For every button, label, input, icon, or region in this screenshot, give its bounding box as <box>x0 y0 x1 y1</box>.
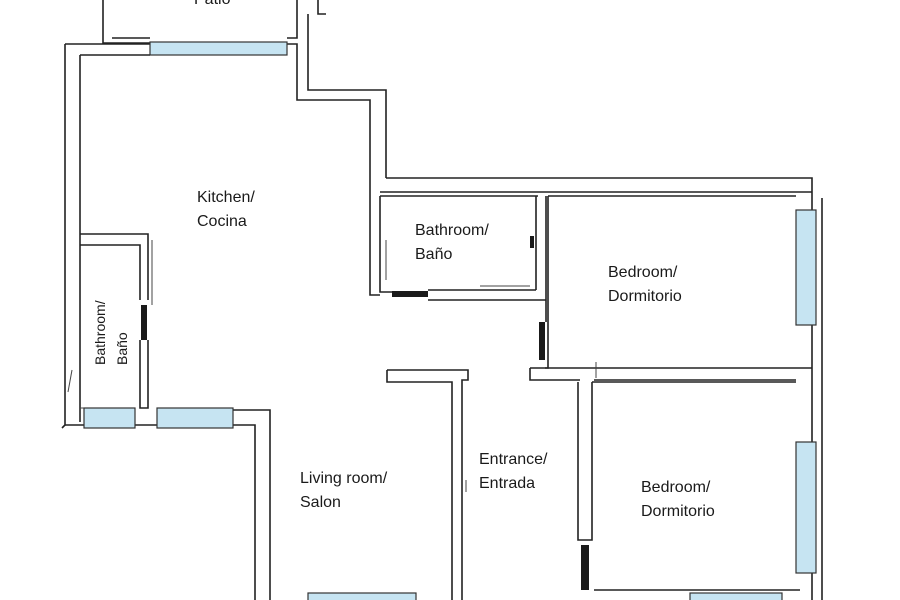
window-living <box>307 592 417 600</box>
room-labels: Patio Kitchen/ Cocina Bathroom/ Baño Bat… <box>92 0 715 520</box>
top-bedroom-walls <box>529 195 812 381</box>
label-bathroom-left: Bathroom/ Baño <box>92 297 130 365</box>
window-bedroom-top <box>795 209 817 326</box>
label-bathroom-top: Bathroom/ Baño <box>415 222 493 263</box>
door-bathroom-left <box>141 305 147 340</box>
doors <box>141 236 589 590</box>
door-bathroom-top <box>392 291 428 297</box>
label-bedroom-bottom: Bedroom/ Dormitorio <box>641 479 715 520</box>
label-entrance: Entrance/ Entrada <box>479 451 552 492</box>
window-patio <box>149 41 288 56</box>
bottom-bedroom-walls <box>577 381 800 591</box>
window-bathroom-left <box>83 407 136 429</box>
window-bedroom-bottom-side <box>795 441 817 574</box>
exterior-walls <box>61 14 823 600</box>
door-bedroom-top <box>539 322 545 360</box>
door-fixture-bathroom <box>530 236 534 248</box>
top-bathroom-walls <box>379 191 812 322</box>
door-bedroom-bottom <box>581 545 589 590</box>
windows <box>83 41 817 600</box>
label-living: Living room/ Salon <box>300 470 392 511</box>
label-kitchen: Kitchen/ Cocina <box>197 189 259 230</box>
left-bathroom-walls <box>67 233 153 409</box>
center-walls <box>386 369 469 600</box>
patio-walls <box>102 0 326 44</box>
label-bedroom-top: Bedroom/ Dormitorio <box>608 264 682 305</box>
window-kitchen <box>156 407 234 429</box>
window-bedroom-bottom <box>689 592 783 600</box>
label-patio: Patio <box>194 0 231 8</box>
